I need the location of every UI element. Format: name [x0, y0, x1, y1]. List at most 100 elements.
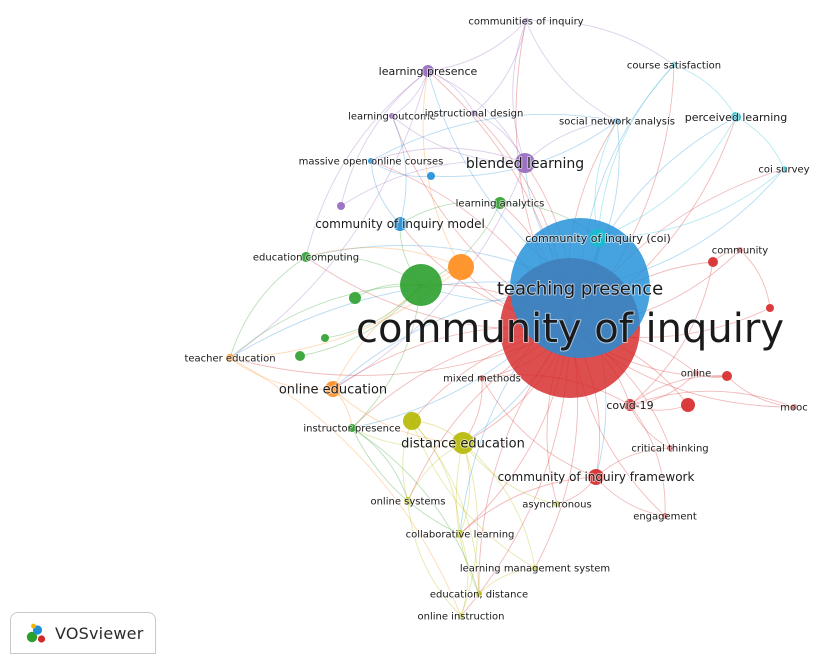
network-node-mixed-methods[interactable]: [479, 375, 485, 381]
network-node-learning-outcome[interactable]: [389, 113, 395, 119]
node-label: social network analysis: [559, 117, 675, 128]
network-edge: [399, 201, 501, 225]
node-label: online systems: [370, 497, 445, 508]
network-node-community-of-inquiry-coi[interactable]: [589, 229, 607, 247]
node-label: course satisfaction: [627, 61, 721, 72]
network-edge: [595, 476, 666, 517]
node-label: education, distance: [430, 590, 528, 601]
network-edge: [427, 20, 527, 72]
network-edge: [473, 20, 527, 114]
network-node[interactable]: [708, 257, 718, 267]
network-node-collaborative-learning[interactable]: [456, 530, 464, 538]
network-node-critical-thinking[interactable]: [667, 445, 673, 451]
network-node-asynchronous[interactable]: [554, 501, 560, 507]
network-node-online-systems[interactable]: [404, 497, 412, 505]
network-node-education-distance[interactable]: [476, 591, 482, 597]
network-node-teaching-presence[interactable]: [510, 218, 650, 358]
network-edge: [455, 442, 480, 595]
node-label: collaborative learning: [406, 530, 515, 541]
node-label: education computing: [253, 253, 359, 264]
network-node-coi-survey[interactable]: [781, 166, 787, 172]
network-node[interactable]: [321, 334, 329, 342]
network-node-course-satisfaction[interactable]: [671, 62, 677, 68]
network-node-community[interactable]: [737, 247, 743, 253]
network-node-social-network-analysis[interactable]: [614, 118, 620, 124]
network-edge: [525, 20, 675, 66]
network-edge: [370, 160, 401, 225]
network-node-teacher-education[interactable]: [226, 354, 234, 362]
network-edge: [629, 375, 728, 406]
node-label: critical thinking: [631, 444, 708, 455]
network-edge: [332, 162, 526, 390]
network-node[interactable]: [349, 292, 361, 304]
network-node-learning-presence[interactable]: [422, 65, 434, 77]
node-label: community of inquiry framework: [498, 470, 695, 484]
node-label: learning analytics: [456, 199, 545, 210]
network-node[interactable]: [427, 172, 435, 180]
network-node[interactable]: [400, 264, 442, 306]
network-node-communities-of-inquiry[interactable]: [523, 18, 529, 24]
network-edge: [332, 388, 464, 444]
node-label: perceived learning: [685, 111, 788, 124]
network-node-education-computing[interactable]: [301, 252, 311, 262]
node-label: instructor presence: [303, 424, 400, 435]
network-node[interactable]: [681, 398, 695, 412]
network-node[interactable]: [722, 371, 732, 381]
node-label: learning management system: [460, 564, 610, 575]
node-label: community of inquiry (coi): [525, 232, 671, 245]
node-label: engagement: [633, 512, 697, 523]
network-edge: [229, 357, 462, 617]
node-label: asynchronous: [522, 500, 591, 511]
network-edge: [462, 442, 558, 505]
network-node-blended-learning[interactable]: [515, 153, 535, 173]
network-node-online[interactable]: [693, 370, 699, 376]
network-edge: [411, 420, 536, 569]
network-node-learning-analytics[interactable]: [494, 197, 506, 209]
node-label: teaching presence: [497, 278, 663, 299]
node-label: community of inquiry model: [315, 217, 485, 231]
node-label: community: [712, 246, 768, 257]
network-node-massive-open-online-courses[interactable]: [368, 158, 374, 164]
network-edge: [351, 427, 480, 595]
network-edge: [478, 567, 536, 595]
network-edge: [459, 476, 597, 535]
network-edge: [422, 70, 462, 268]
network-node-community-of-inquiry-model[interactable]: [393, 217, 407, 231]
network-edge: [460, 442, 479, 617]
network-edge: [726, 375, 795, 408]
network-node[interactable]: [337, 202, 345, 210]
network-node-instructor-presence[interactable]: [348, 424, 356, 432]
network-node-online-instruction[interactable]: [458, 613, 464, 619]
network-node[interactable]: [448, 254, 474, 280]
network-node[interactable]: [295, 351, 305, 361]
network-node-covid-19[interactable]: [624, 399, 636, 411]
node-label: covid-19: [606, 399, 653, 412]
network-edge: [351, 427, 464, 448]
network-node-distance-education[interactable]: [452, 432, 474, 454]
network-edge: [481, 377, 597, 478]
network-edge: [739, 249, 771, 309]
network-edge: [597, 64, 675, 239]
network-edge: [351, 427, 461, 535]
network-node-engagement[interactable]: [662, 513, 668, 519]
network-node-learning-management-system[interactable]: [532, 565, 538, 571]
network-node[interactable]: [403, 412, 421, 430]
network-edge: [229, 357, 334, 390]
node-label: instructional design: [425, 109, 524, 120]
network-edge: [629, 404, 666, 517]
node-label: communities of inquiry: [468, 17, 583, 28]
network-node-online-education[interactable]: [325, 381, 341, 397]
network-edge: [595, 447, 671, 478]
network-node-instructional-design[interactable]: [471, 110, 477, 116]
node-label: mixed methods: [443, 374, 521, 385]
network-node-perceived-learning[interactable]: [731, 112, 741, 122]
network-edge: [629, 261, 714, 406]
network-edge: [391, 115, 407, 225]
network-edge: [459, 533, 469, 617]
network-node-community-of-inquiry-framework[interactable]: [588, 469, 604, 485]
network-node[interactable]: [766, 304, 774, 312]
network-node-mooc[interactable]: [791, 404, 797, 410]
